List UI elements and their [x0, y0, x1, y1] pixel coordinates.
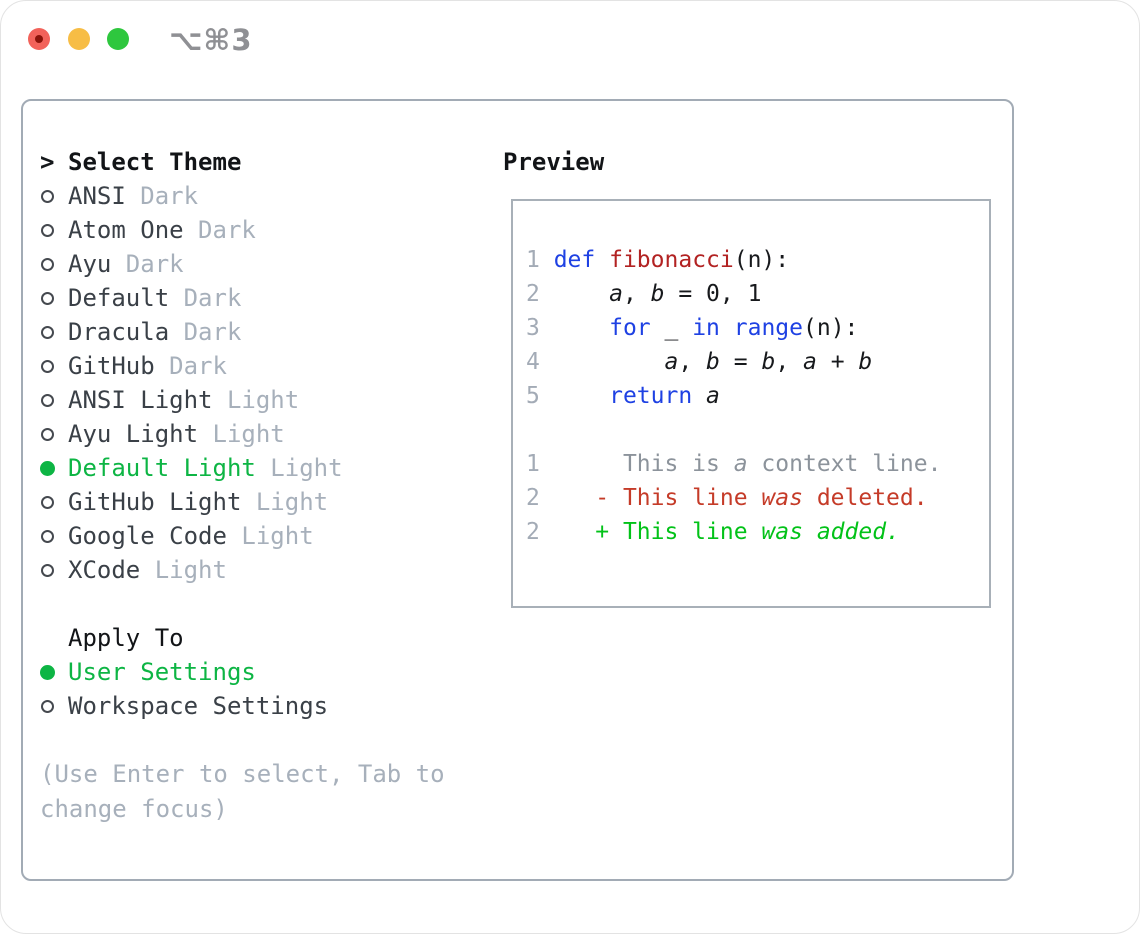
option-variant-label: Light: [198, 420, 285, 448]
option-label: Google Code: [68, 522, 227, 550]
preview-line: [526, 413, 989, 447]
radio-icon: [40, 189, 68, 203]
line-number: 4: [526, 349, 554, 375]
option-variant-label: Light: [255, 454, 343, 482]
preview-header: Preview: [503, 148, 605, 176]
zoom-button[interactable]: [107, 28, 129, 50]
preview-box: 1 def fibonacci(n): 2 a, b = 0, 1 3 for _ …: [511, 199, 991, 608]
theme-option-google-code[interactable]: Google Code Light: [40, 519, 480, 553]
option-variant-label: Dark: [183, 216, 256, 244]
preview-line: 2 a, b = 0, 1: [526, 281, 762, 307]
option-label: User Settings: [68, 658, 256, 686]
line-number: 2: [526, 519, 554, 545]
theme-option-dracula[interactable]: Dracula Dark: [40, 315, 480, 349]
option-variant-label: Dark: [169, 284, 242, 312]
radio-icon: [40, 257, 68, 271]
option-variant-label: Dark: [154, 352, 227, 380]
radio-selected-icon: [40, 460, 68, 476]
option-label: ANSI Light: [68, 386, 213, 414]
radio-icon: [40, 359, 68, 373]
radio-icon: [40, 529, 68, 543]
option-label: Default: [68, 284, 170, 312]
apply-option-workspace-settings[interactable]: Workspace Settings: [40, 689, 480, 723]
option-label: Ayu Light: [68, 420, 199, 448]
minimize-button[interactable]: [68, 28, 90, 50]
radio-icon: [40, 427, 68, 441]
line-number: 2: [526, 485, 554, 511]
radio-icon: [40, 223, 68, 237]
option-variant-label: Light: [241, 488, 329, 516]
radio-icon: [40, 393, 68, 407]
theme-option-atom-one[interactable]: Atom One Dark: [40, 213, 480, 247]
option-variant-label: Dark: [111, 250, 184, 278]
apply-option-user-settings[interactable]: User Settings: [40, 655, 480, 689]
theme-option-github[interactable]: GitHub Dark: [40, 349, 480, 383]
select-theme-header-row: > Select Theme: [40, 145, 480, 179]
select-theme-header: Select Theme: [68, 148, 242, 176]
preview-code: 1 def fibonacci(n): 2 a, b = 0, 1 3 for _ …: [513, 201, 989, 549]
apply-to-header-row: Apply To: [40, 621, 480, 655]
option-label: GitHub: [68, 352, 155, 380]
line-number: 3: [526, 315, 554, 341]
preview-line: 1 def fibonacci(n):: [526, 247, 790, 273]
radio-icon: [40, 699, 68, 713]
option-label: Dracula: [68, 318, 170, 346]
radio-icon: [40, 325, 68, 339]
help-text-line-1: (Use Enter to select, Tab to: [40, 760, 445, 788]
preview-line: 5 return a: [526, 383, 720, 409]
theme-option-github-light[interactable]: GitHub Light Light: [40, 485, 480, 519]
theme-option-ansi-light[interactable]: ANSI Light Light: [40, 383, 480, 417]
option-label: Default Light: [68, 454, 256, 482]
window-title-shortcut: ⌥⌘3: [169, 23, 253, 57]
option-label: Atom One: [68, 216, 184, 244]
apply-to-header: Apply To: [68, 624, 184, 652]
theme-option-ansi[interactable]: ANSI Dark: [40, 179, 480, 213]
option-variant-label: Light: [226, 522, 314, 550]
theme-option-default-light[interactable]: Default Light Light: [40, 451, 480, 485]
radio-icon: [40, 495, 68, 509]
theme-option-xcode[interactable]: XCode Light: [40, 553, 480, 587]
radio-selected-icon: [40, 664, 68, 680]
line-number: 2: [526, 281, 554, 307]
option-label: GitHub Light: [68, 488, 242, 516]
preview-line: 2 - This line was deleted.: [526, 485, 928, 511]
option-variant-label: Light: [140, 556, 227, 584]
theme-option-ayu[interactable]: Ayu Dark: [40, 247, 480, 281]
option-variant-label: Dark: [169, 318, 242, 346]
theme-option-ayu-light[interactable]: Ayu Light Light: [40, 417, 480, 451]
theme-option-default[interactable]: Default Dark: [40, 281, 480, 315]
option-label: ANSI: [68, 182, 126, 210]
help-text-line-2: change focus): [40, 795, 228, 823]
option-label: XCode: [68, 556, 141, 584]
option-variant-label: Dark: [125, 182, 199, 210]
preview-line: 2 + This line was added.: [526, 519, 900, 545]
radio-icon: [40, 563, 68, 577]
line-number: [526, 417, 554, 443]
option-label: Ayu: [68, 250, 112, 278]
line-number: 1: [526, 247, 554, 273]
close-button[interactable]: [28, 28, 50, 50]
preview-line: 4 a, b = b, a + b: [526, 349, 873, 375]
option-label: Workspace Settings: [68, 692, 329, 720]
titlebar: ⌥⌘3: [1, 1, 1139, 81]
spacer-row: [40, 723, 480, 757]
radio-icon: [40, 291, 68, 305]
line-number: 5: [526, 383, 554, 409]
focus-pointer-icon: >: [40, 148, 55, 176]
preview-line: 1 This is a context line.: [526, 451, 942, 477]
option-variant-label: Light: [212, 386, 300, 414]
line-number: 1: [526, 451, 554, 477]
preview-line: 3 for _ in range(n):: [526, 315, 859, 341]
spacer-row: [40, 587, 480, 621]
